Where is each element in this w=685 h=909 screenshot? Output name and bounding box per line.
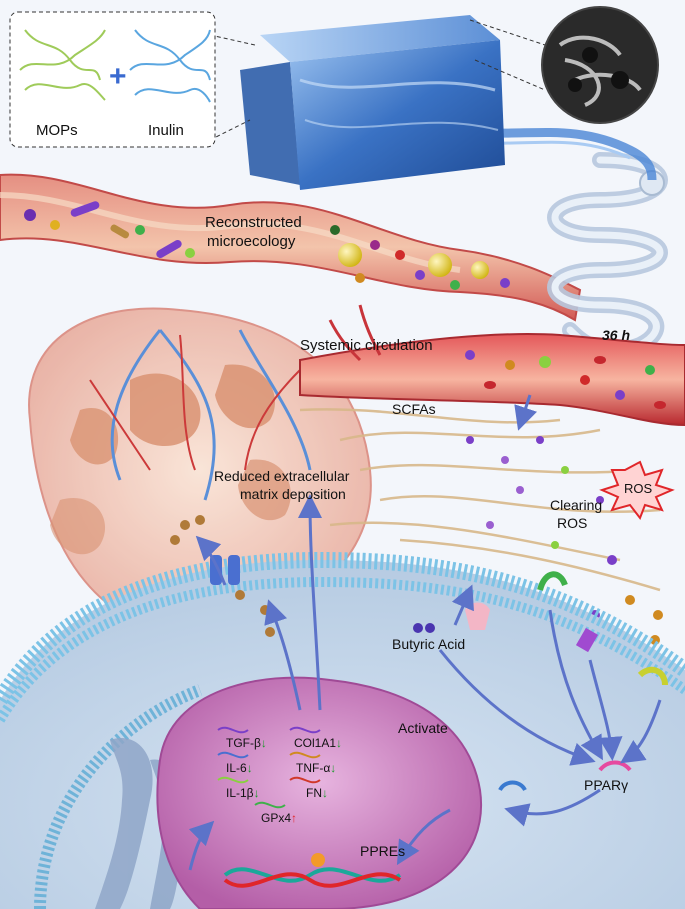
pathway-arrows: [188, 394, 662, 871]
time-label: 36 h: [602, 327, 631, 343]
plus-sign: +: [109, 60, 127, 93]
gene-il1-beta: IL-1β↓: [226, 786, 260, 800]
gene-strands: [217, 726, 321, 809]
reduced-ecm-label-1: Reduced extracellular: [214, 468, 350, 484]
hydrogel-cube: [240, 15, 505, 190]
ros-label: ROS: [624, 481, 653, 496]
small-intestine-coil: [547, 152, 668, 359]
gene-gpx4: GPx4↑: [261, 811, 298, 825]
liver-lobule: [28, 307, 372, 632]
butyrate-dot-2: [425, 623, 435, 633]
dna-helix: [223, 853, 402, 888]
ppar-receptor-nucleus: [498, 780, 527, 792]
inulin-network: [129, 29, 211, 103]
gene-tgf-beta: TGF-β↓: [226, 736, 267, 750]
scfas-label: SCFAs: [392, 401, 436, 417]
clearing-label-2: ROS: [557, 515, 588, 531]
butyric-acid-label: Butyric Acid: [392, 636, 466, 652]
ppres-label: PPREs: [360, 843, 406, 859]
ppar-gamma-label: PPARγ: [584, 777, 629, 793]
clearing-label-1: Clearing: [550, 497, 603, 513]
reduced-ecm-label-2: matrix deposition: [240, 486, 346, 502]
gene-tnf-alpha: TNF-α↓: [296, 761, 337, 775]
microecology-label: microecology: [207, 233, 296, 250]
butyrate-dot-1: [413, 623, 423, 633]
reconstructed-label: Reconstructed: [205, 214, 302, 231]
mops-label: MOPs: [36, 122, 78, 139]
ros-star: [599, 460, 675, 521]
activate-label: Activate: [398, 720, 448, 736]
systemic-circulation-label: Systemic circulation: [300, 337, 433, 354]
gene-il6: IL-6↓: [226, 761, 253, 775]
inulin-label: Inulin: [148, 122, 184, 139]
gene-col1a1: COl1A1↓: [294, 736, 343, 750]
sem-micrograph: [469, 6, 659, 124]
ppar-gamma-icon: [598, 760, 632, 772]
gene-fn: FN↓: [306, 786, 328, 800]
blood-vessel: [299, 304, 685, 427]
mops-network: [19, 29, 106, 101]
